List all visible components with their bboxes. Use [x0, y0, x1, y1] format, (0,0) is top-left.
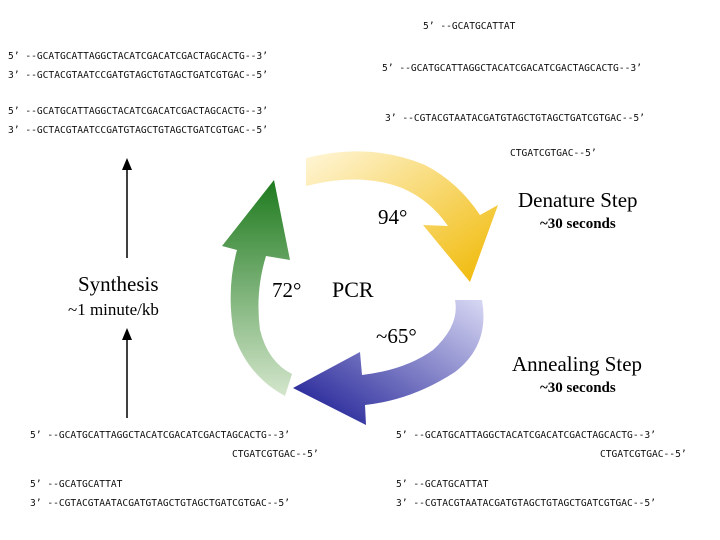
sequence-bottom-right-4: 3’ --CGTACGTAATACGATGTAGCTGTAGCTGATCGTGA…	[396, 498, 656, 509]
denature-step-time: ~30 seconds	[540, 216, 616, 232]
annealing-arc-arrow	[293, 300, 484, 425]
sequence-bottom-left-3: 5’ --GCATGCATTAT	[30, 479, 123, 490]
sequence-top-right-1: 5’ --GCATGCATTAGGCTACATCGACATCGACTAGCACT…	[382, 63, 642, 74]
annealing-step-title: Annealing Step	[512, 352, 643, 376]
denature-temperature: 94°	[378, 205, 408, 229]
sequence-bottom-left-1: 5’ --GCATGCATTAGGCTACATCGACATCGACTAGCACT…	[30, 430, 290, 441]
sequence-bottom-left-2: CTGATCGTGAC--5’	[232, 449, 319, 460]
sequence-top-left-2a: 5’ --GCATGCATTAGGCTACATCGACATCGACTAGCACT…	[8, 106, 268, 117]
sequence-top-left-1a: 5’ --GCATGCATTAGGCTACATCGACATCGACTAGCACT…	[8, 51, 268, 62]
sequence-top-left-2b: 3’ --GCTACGTAATCCGATGTAGCTGTAGCTGATCGTGA…	[8, 125, 268, 136]
synthesis-step-time: ~1 minute/kb	[68, 300, 159, 319]
synthesis-arc-arrow	[222, 180, 292, 396]
sequence-top-right-2: 3’ --CGTACGTAATACGATGTAGCTGTAGCTGATCGTGA…	[385, 113, 645, 124]
synthesis-temperature: 72°	[272, 278, 302, 302]
synthesis-up-arrowhead-bottom	[122, 328, 132, 340]
annealing-step-time: ~30 seconds	[540, 380, 616, 396]
sequence-bottom-left-4: 3’ --CGTACGTAATACGATGTAGCTGTAGCTGATCGTGA…	[30, 498, 290, 509]
synthesis-up-arrowhead-top	[122, 158, 132, 170]
sequence-bottom-right-2: CTGATCGTGAC--5’	[600, 449, 687, 460]
sequence-top-right-3: CTGATCGTGAC--5’	[510, 148, 597, 159]
sequence-bottom-right-3: 5’ --GCATGCATTAT	[396, 479, 489, 490]
synthesis-step-title: Synthesis	[78, 272, 159, 296]
denature-step-title: Denature Step	[518, 188, 638, 212]
sequence-bottom-right-1: 5’ --GCATGCATTAGGCTACATCGACATCGACTAGCACT…	[396, 430, 656, 441]
denature-arc-arrow	[306, 151, 498, 282]
sequence-top-single: 5’ --GCATGCATTAT	[423, 21, 516, 32]
pcr-center-label: PCR	[332, 277, 374, 302]
sequence-top-left-1b: 3’ --GCTACGTAATCCGATGTAGCTGTAGCTGATCGTGA…	[8, 70, 268, 81]
annealing-temperature: ~65°	[376, 324, 417, 348]
